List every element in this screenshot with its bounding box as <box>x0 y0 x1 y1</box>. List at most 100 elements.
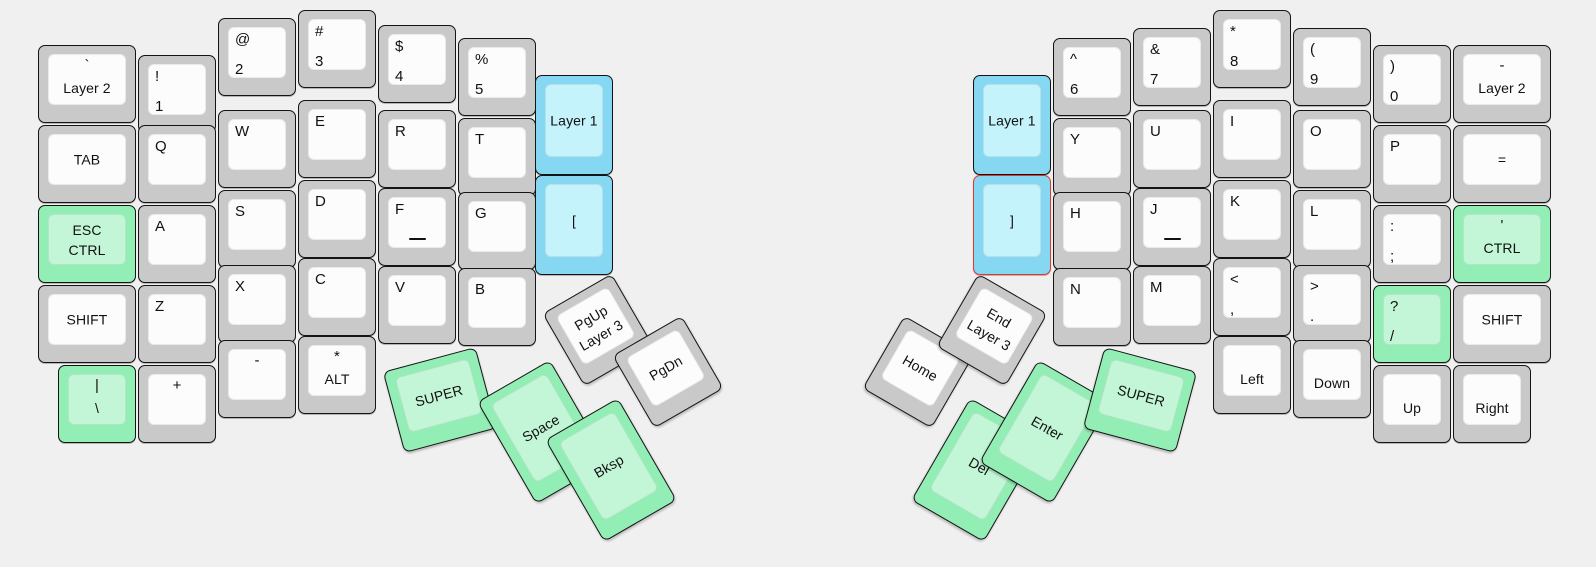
key-cap: V <box>388 275 446 326</box>
key-r-l[interactable]: L <box>1293 190 1371 268</box>
key-legend-main: \ <box>95 400 99 416</box>
key-r-h[interactable]: H <box>1053 192 1131 270</box>
key-r-paren-0[interactable]: )0 <box>1373 45 1451 123</box>
key-r-equal[interactable]: = <box>1453 125 1551 203</box>
key-r-left[interactable]: Left <box>1213 336 1291 414</box>
key-l-bang-1[interactable]: !1 <box>138 55 216 133</box>
key-legend-main: Left <box>1240 371 1264 387</box>
key-r-amp-7[interactable]: &7 <box>1133 28 1211 106</box>
key-cap: *ALT <box>308 345 366 396</box>
key-l-hash-3[interactable]: #3 <box>298 10 376 88</box>
key-l-grave-layer2[interactable]: `Layer 2 <box>38 45 136 123</box>
key-cap: A <box>148 214 206 265</box>
key-l-s[interactable]: S <box>218 190 296 268</box>
key-r-layer1[interactable]: Layer 1 <box>973 75 1051 175</box>
key-legend-top: ( <box>1310 41 1316 58</box>
key-l-minus[interactable]: - <box>218 340 296 418</box>
key-cap: -Layer 2 <box>1463 54 1541 105</box>
key-legend-main: Down <box>1313 375 1351 391</box>
key-l-v[interactable]: V <box>378 266 456 344</box>
key-legend-main: / <box>1390 328 1395 345</box>
key-l-plus[interactable]: + <box>138 365 216 443</box>
key-l-pct-5[interactable]: %5 <box>458 38 536 116</box>
key-l-w[interactable]: W <box>218 110 296 188</box>
key-l-f[interactable]: F <box>378 188 456 266</box>
key-r-lt-comma[interactable]: <, <box>1213 258 1291 336</box>
key-cap: Enter <box>996 372 1098 484</box>
key-cap: 'CTRL <box>1463 214 1541 265</box>
key-r-quote-ctrl[interactable]: 'CTRL <box>1453 205 1551 283</box>
key-l-x[interactable]: X <box>218 265 296 343</box>
key-cap: G <box>468 201 526 252</box>
key-r-o[interactable]: O <box>1293 110 1371 188</box>
key-l-star-alt[interactable]: *ALT <box>298 336 376 414</box>
key-legend-top: - <box>1499 57 1505 74</box>
key-r-super[interactable]: SUPER <box>1082 347 1198 453</box>
key-l-dollar-4[interactable]: $4 <box>378 25 456 103</box>
key-r-right[interactable]: Right <box>1453 365 1531 443</box>
key-r-n[interactable]: N <box>1053 268 1131 346</box>
key-r-m[interactable]: M <box>1133 266 1211 344</box>
key-l-t[interactable]: T <box>458 118 536 196</box>
key-r-p[interactable]: P <box>1373 125 1451 203</box>
key-l-tab[interactable]: TAB <box>38 125 136 203</box>
key-r-caret-6[interactable]: ^6 <box>1053 38 1131 116</box>
key-r-paren-9[interactable]: (9 <box>1293 28 1371 106</box>
key-r-colon[interactable]: :; <box>1373 205 1451 283</box>
key-cap: [ <box>545 184 603 257</box>
key-legend-main: I <box>1230 113 1235 130</box>
key-r-gt-period[interactable]: >. <box>1293 265 1371 343</box>
key-r-minus-layer2[interactable]: -Layer 2 <box>1453 45 1551 123</box>
key-l-e[interactable]: E <box>298 100 376 178</box>
key-l-z[interactable]: Z <box>138 285 216 363</box>
key-l-g[interactable]: G <box>458 192 536 270</box>
key-r-quest-slash[interactable]: ?/ <box>1373 285 1451 363</box>
key-l-a[interactable]: A <box>138 205 216 283</box>
key-cap: O <box>1303 119 1361 170</box>
key-legend-main: Right <box>1475 400 1509 416</box>
key-r-j[interactable]: J <box>1133 188 1211 266</box>
key-cap: C <box>308 267 366 318</box>
key-legend-main: K <box>1230 193 1241 210</box>
key-legend-main: P <box>1390 138 1401 155</box>
key-l-at-2[interactable]: @2 <box>218 18 296 96</box>
key-cap: Bksp <box>558 410 660 522</box>
key-cap: $4 <box>388 34 446 85</box>
key-l-b[interactable]: B <box>458 268 536 346</box>
key-cap: ?/ <box>1383 294 1441 345</box>
key-r-bracket-close[interactable]: ] <box>973 175 1051 275</box>
key-legend-main: E <box>315 113 326 130</box>
key-legend-main: Y <box>1070 131 1081 148</box>
key-legend-main: N <box>1070 281 1081 298</box>
key-legend-main: V <box>395 279 406 296</box>
key-l-c[interactable]: C <box>298 258 376 336</box>
key-legend-top: | <box>95 377 99 394</box>
key-r-u[interactable]: U <box>1133 110 1211 188</box>
key-l-d[interactable]: D <box>298 180 376 258</box>
key-r-up[interactable]: Up <box>1373 365 1451 443</box>
key-cap: T <box>468 127 526 178</box>
key-l-layer1[interactable]: Layer 1 <box>535 75 613 175</box>
key-cap: (9 <box>1303 37 1361 88</box>
key-l-pipe-backslash[interactable]: |\ <box>58 365 136 443</box>
key-r-k[interactable]: K <box>1213 180 1291 258</box>
key-l-shift[interactable]: SHIFT <box>38 285 136 363</box>
key-r-star-8[interactable]: *8 <box>1213 10 1291 88</box>
key-l-q[interactable]: Q <box>138 125 216 203</box>
key-l-bracket-open[interactable]: [ <box>535 175 613 275</box>
key-r-shift[interactable]: SHIFT <box>1453 285 1551 363</box>
key-legend-main: SHIFT <box>1481 311 1523 327</box>
key-r-down[interactable]: Down <box>1293 340 1371 418</box>
key-r-y[interactable]: Y <box>1053 118 1131 196</box>
key-legend-top: * <box>334 348 340 365</box>
key-legend-top: % <box>475 51 489 68</box>
key-cap: &7 <box>1143 37 1201 88</box>
key-r-i[interactable]: I <box>1213 100 1291 178</box>
key-l-r[interactable]: R <box>378 110 456 188</box>
key-legend-main: L <box>1310 203 1319 220</box>
key-legend-main: Layer 1 <box>550 112 598 128</box>
